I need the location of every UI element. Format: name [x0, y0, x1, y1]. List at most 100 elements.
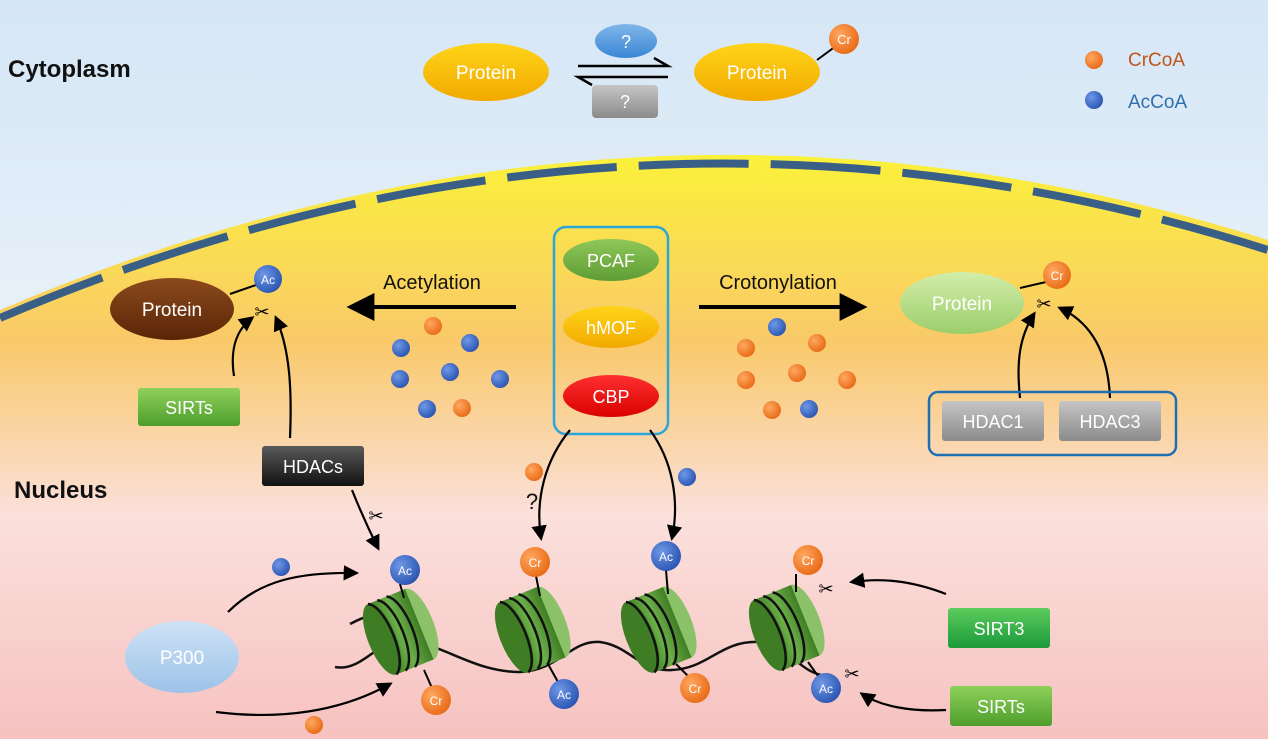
crcoa-dot [763, 401, 781, 419]
cr-mark-protein-label: Cr [1051, 269, 1064, 283]
cytoplasm-protein-left-label: Protein [456, 63, 516, 84]
cr-link [675, 663, 689, 677]
cr-mark-nucleosome-3 [680, 673, 710, 703]
ac-link [807, 661, 819, 677]
cr-mark-nucleosome-4 [793, 545, 823, 575]
scissors-icon: ✂ [1036, 294, 1051, 314]
scissors-icon: ✂ [818, 579, 833, 599]
writer-unknown-ellipse [595, 24, 657, 58]
hdac1-box [942, 401, 1044, 441]
cytoplasm-protein-right [694, 43, 820, 101]
writer-to-cr-arrow [531, 429, 571, 542]
cbp-ellipse [563, 375, 659, 417]
sirts-box-bottom [950, 686, 1052, 726]
hdacs-to-nucleosome-arrow [350, 489, 380, 551]
pcaf-label: PCAF [587, 251, 635, 271]
hdac1-label: HDAC1 [962, 412, 1023, 432]
scissors-icon: ✂ [254, 302, 269, 322]
sirts-to-ac-arrow [859, 692, 947, 712]
ac-mark-label: Ac [557, 688, 571, 702]
scissors-icon: ✂ [844, 664, 859, 684]
sirt3-label: SIRT3 [974, 619, 1025, 639]
writer-enzyme-box [552, 225, 670, 436]
crcoa-dot [808, 334, 826, 352]
sirts-to-protein-arrow [231, 316, 255, 377]
crotonylation-label: Crotonylation [719, 272, 837, 294]
p300-to-ac-arrow [227, 565, 360, 613]
scissors-icon: ✂ [368, 506, 383, 526]
accoa-dot [461, 334, 479, 352]
accoa-dot [392, 339, 410, 357]
nuclear-membrane [0, 159, 1268, 322]
acetylated-protein [110, 278, 234, 340]
crcoa-dot [453, 399, 471, 417]
cr-mark-nucleosome-2 [520, 547, 550, 577]
crotonylated-protein-label: Protein [932, 294, 992, 315]
writer-unknown-label: ? [621, 32, 631, 52]
unknown-path-label: ? [526, 489, 538, 514]
crotonylated-protein-group: Protein Cr ✂ [900, 261, 1112, 399]
ac-mark-nucleosome-4 [811, 673, 841, 703]
accoa-dot [441, 363, 459, 381]
cr-mark-label: Cr [689, 682, 702, 696]
ac-mark-protein-label: Ac [261, 273, 275, 287]
ac-link [547, 663, 559, 683]
writer-enzyme-group: PCAF hMOF CBP [552, 225, 670, 436]
nucleosome [362, 588, 439, 676]
crcoa-dot [305, 716, 323, 734]
cytoplasm-label: Cytoplasm [8, 56, 131, 83]
sirts-box-left [138, 388, 240, 426]
ac-mark-label: Ac [819, 682, 833, 696]
eraser-unknown-box [592, 85, 658, 118]
hdac3-box [1059, 401, 1161, 441]
accoa-dot [491, 370, 509, 388]
accoa-dot [678, 468, 696, 486]
crcoa-dot [737, 371, 755, 389]
hdacs-to-protein-arrow [273, 315, 292, 439]
acetylation-acyl-coa-pool [391, 317, 509, 418]
hmof-ellipse [563, 306, 659, 348]
crcoa-legend-label: CrCoA [1128, 50, 1185, 71]
crcoa-legend-dot [1085, 51, 1103, 69]
hdac1-to-protein-arrow [1017, 311, 1036, 399]
p300-to-cr-arrow [215, 682, 393, 716]
hdacs-label: HDACs [283, 457, 343, 477]
crotonylated-protein [900, 272, 1024, 334]
ac-link [665, 569, 669, 595]
eraser-unknown-label: ? [620, 92, 630, 112]
forward-half-arrow [578, 56, 673, 68]
cr-mark-label: Cr [430, 694, 443, 708]
nucleosome [620, 586, 697, 674]
acetylated-protein-label: Protein [142, 300, 202, 321]
cytoplasm-protein-left [423, 43, 549, 101]
nucleus-label: Nucleus [14, 477, 107, 504]
hdacs-box [262, 446, 364, 486]
ac-mark-nucleosome-2 [549, 679, 579, 709]
hmof-label: hMOF [586, 318, 636, 338]
nucleosome [494, 586, 571, 674]
crcoa-dot [525, 463, 543, 481]
cr-mark-cytoplasm [829, 24, 859, 54]
accoa-dot [272, 558, 290, 576]
cr-mark-cytoplasm-label: Cr [837, 32, 851, 47]
accoa-dot [800, 400, 818, 418]
cytoplasm-protein-right-label: Protein [727, 63, 787, 84]
ac-mark-nucleosome-1 [390, 555, 420, 585]
reverse-half-arrow [573, 75, 668, 87]
ac-link [399, 583, 405, 599]
writer-to-ac-arrow [649, 429, 683, 542]
acetylated-protein-group: Protein Ac ✂ [110, 265, 292, 439]
accoa-dot [391, 370, 409, 388]
acetylation-label: Acetylation [383, 272, 481, 294]
hdac-group-box [927, 390, 1178, 457]
p300-ellipse [125, 621, 239, 693]
ac-mark-label: Ac [659, 550, 673, 564]
pcaf-ellipse [563, 239, 659, 281]
ac-mark-protein [254, 265, 282, 293]
sirt3-box [948, 608, 1050, 648]
crcoa-dot [424, 317, 442, 335]
crcoa-dot [737, 339, 755, 357]
sirt3-to-cr-arrow [848, 572, 947, 596]
